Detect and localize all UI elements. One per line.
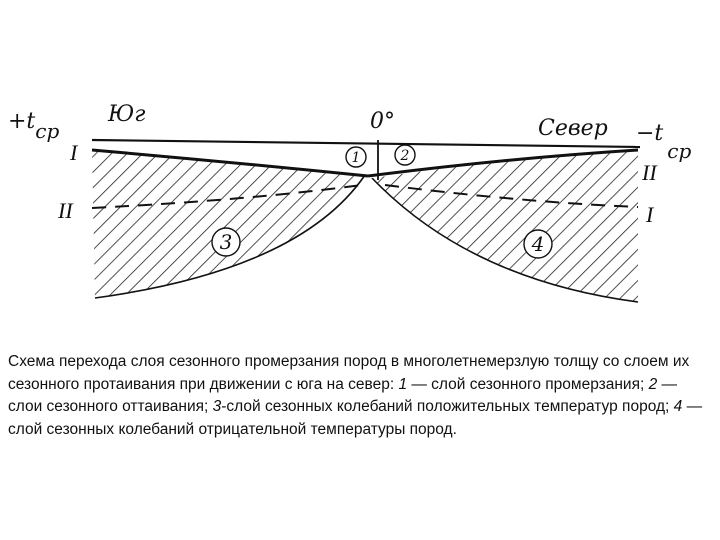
temp-left-label: +tср: [8, 109, 59, 143]
zone-1-marker: 1: [346, 147, 366, 167]
svg-text:3: 3: [220, 230, 233, 254]
svg-text:4: 4: [531, 232, 545, 256]
zone-3-marker: 3: [212, 228, 240, 256]
figure-caption: Схема перехода слоя сезонного промерзани…: [8, 351, 712, 441]
svg-text:2: 2: [400, 148, 410, 164]
zone-4-marker: 4: [524, 230, 552, 258]
roman-I-right: I: [645, 202, 655, 227]
zone-2-marker: 2: [395, 145, 415, 165]
permafrost-diagram: 1 2 3 4 +tср Юг 0° Север −tср I II II I: [0, 0, 720, 340]
zero-degree-label: 0°: [370, 109, 395, 134]
temp-right-label: −tср: [636, 121, 691, 163]
direction-south-label: Юг: [107, 102, 145, 127]
svg-text:1: 1: [352, 150, 361, 166]
roman-II-left: II: [57, 198, 74, 223]
roman-I-left: I: [69, 140, 79, 165]
direction-north-label: Север: [538, 116, 608, 141]
roman-II-right: II: [641, 160, 658, 185]
